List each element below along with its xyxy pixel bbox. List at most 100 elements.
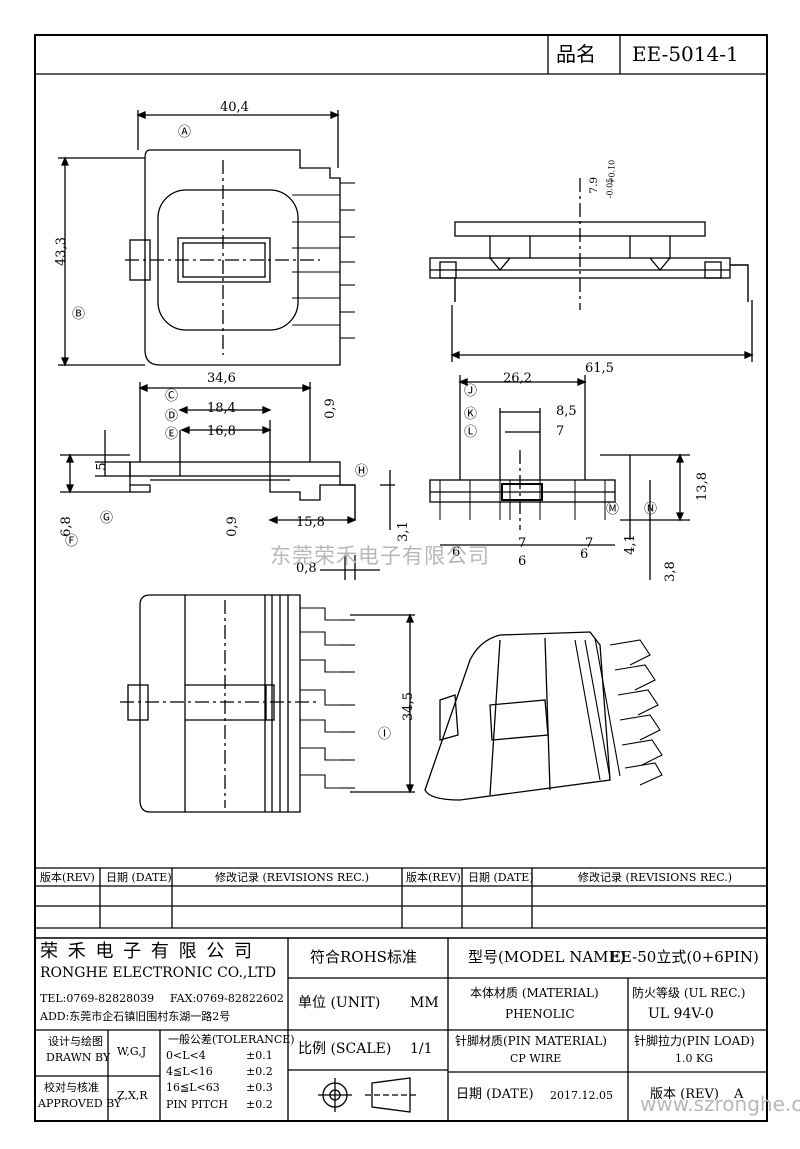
title-block-lines bbox=[34, 937, 768, 1122]
tolerance-title: 一般公差(TOLERANCE) bbox=[168, 1033, 295, 1046]
callout-m: Ⓜ bbox=[606, 502, 620, 517]
company-fax: FAX:0769-82822602 bbox=[170, 992, 284, 1005]
dim-16-8: 16,8 bbox=[207, 424, 236, 439]
date-value: 2017.12.05 bbox=[550, 1089, 613, 1102]
drawing-frame bbox=[34, 34, 768, 1122]
dim-8-5: 8,5 bbox=[556, 404, 577, 419]
pin-material-label: 针脚材质(PIN MATERIAL) bbox=[455, 1034, 607, 1048]
dim-3-1: 3,1 bbox=[395, 521, 411, 542]
front-view bbox=[60, 382, 395, 580]
unit-label: 单位 (UNIT) bbox=[298, 995, 381, 1011]
pin-material-value: CP WIRE bbox=[510, 1052, 562, 1065]
callout-a: Ⓐ bbox=[178, 125, 192, 140]
callout-l: Ⓛ bbox=[464, 425, 478, 440]
drawn-by-value: W,G,J bbox=[117, 1045, 147, 1058]
model-value: EE-50立式(0+6PIN) bbox=[610, 948, 759, 966]
dim-pitch-1: 6 bbox=[452, 545, 461, 560]
callout-n: Ⓝ bbox=[644, 502, 658, 517]
rev-header-record-2: 修改记录 (REVISIONS REC.) bbox=[578, 871, 733, 884]
tolerance-value-1: ±0.1 bbox=[246, 1049, 273, 1062]
rev-value: A bbox=[734, 1087, 744, 1102]
callout-g: Ⓖ bbox=[100, 511, 114, 526]
dim-4-1: 4,1 bbox=[622, 534, 638, 555]
dim-15-8: 15,8 bbox=[296, 515, 325, 530]
dim-18-4: 18,4 bbox=[207, 401, 236, 416]
material-label: 本体材质 (MATERIAL) bbox=[470, 986, 599, 1000]
rohs-label: 符合ROHS标准 bbox=[310, 948, 417, 966]
callout-i: Ⓘ bbox=[378, 727, 392, 742]
dim-5: 5 bbox=[94, 462, 110, 471]
dim-front-width: 34,6 bbox=[207, 371, 236, 386]
fire-rating-label: 防火等级 (UL REC.) bbox=[632, 986, 746, 1000]
callout-j: Ⓙ bbox=[464, 384, 478, 399]
dim-height-top: 43,3 bbox=[53, 237, 69, 266]
callout-k: Ⓚ bbox=[464, 407, 478, 422]
header-box bbox=[34, 34, 768, 75]
rev-header-rev-2: 版本(REV) bbox=[406, 871, 461, 884]
approved-by-en: APPROVED BY bbox=[38, 1097, 122, 1110]
tolerance-value-2: ±0.2 bbox=[246, 1065, 273, 1078]
fire-rating-value: UL 94V-0 bbox=[648, 1006, 714, 1022]
pin-load-value: 1.0 KG bbox=[675, 1052, 713, 1065]
watermark-company: 东莞荣禾电子有限公司 bbox=[270, 544, 490, 568]
company-address: ADD:东莞市企石镇旧围村东湖一路2号 bbox=[40, 1010, 231, 1023]
callout-f: Ⓕ bbox=[65, 534, 79, 549]
tolerance-value-4: ±0.2 bbox=[246, 1098, 273, 1111]
dim-3-8: 3,8 bbox=[662, 561, 678, 582]
top-view bbox=[58, 110, 355, 367]
tolerance-value-3: ±0.3 bbox=[246, 1081, 273, 1094]
company-name-cn: 荣 禾 电 子 有 限 公 司 bbox=[40, 941, 255, 962]
rev-label: 版本 (REV) bbox=[650, 1087, 719, 1102]
approved-by-value: Z,X,R bbox=[117, 1089, 148, 1102]
unit-value: MM bbox=[410, 995, 439, 1011]
callout-b: Ⓑ bbox=[72, 307, 86, 322]
dim-26-2: 26,2 bbox=[503, 371, 532, 386]
dim-pitch-4: 7 bbox=[585, 536, 594, 551]
side-view bbox=[429, 178, 754, 362]
dim-7-top: 7 bbox=[556, 424, 565, 439]
callout-d: Ⓓ bbox=[165, 409, 179, 424]
isometric-view bbox=[424, 631, 663, 801]
tolerance-range-2: 4≦L<16 bbox=[166, 1065, 213, 1078]
rev-header-date-2: 日期 (DATE) bbox=[468, 871, 534, 884]
rev-header-record: 修改记录 (REVISIONS REC.) bbox=[215, 871, 370, 884]
pin-load-label: 针脚拉力(PIN LOAD) bbox=[634, 1034, 755, 1048]
rev-header-date: 日期 (DATE) bbox=[106, 871, 172, 884]
dim-pitch-2: 7 bbox=[518, 536, 527, 551]
company-name-en: RONGHE ELECTRONIC CO.,LTD bbox=[40, 965, 277, 981]
dim-0-9-top: 0,9 bbox=[322, 398, 338, 419]
dim-overall-length: 61,5 bbox=[585, 361, 614, 376]
drawn-by-en: DRAWN BY bbox=[46, 1051, 111, 1064]
watermark-url: www.szronghe.com bbox=[640, 1092, 800, 1116]
scale-value: 1/1 bbox=[410, 1041, 433, 1057]
model-label: 型号(MODEL NAME) bbox=[468, 948, 626, 966]
tolerance-range-1: 0<L<4 bbox=[166, 1049, 206, 1062]
dim-13-8: 13,8 bbox=[694, 472, 710, 501]
material-value: PHENOLIC bbox=[505, 1007, 575, 1021]
date-label: 日期 (DATE) bbox=[456, 1087, 534, 1102]
dim-pitch-3: 6 bbox=[518, 554, 527, 569]
dim-0-9-bottom: 0,9 bbox=[224, 516, 240, 537]
dim-width-top: 40,4 bbox=[220, 100, 249, 115]
dim-34-5: 34,5 bbox=[400, 692, 416, 721]
drawn-by-cn: 设计与绘图 bbox=[48, 1035, 103, 1048]
dim-pitch-5: 6 bbox=[580, 547, 589, 562]
part-number: EE-5014-1 bbox=[632, 42, 739, 66]
pin-view bbox=[429, 375, 690, 580]
part-label: 品名 bbox=[556, 42, 596, 66]
dim-0-8: 0,8 bbox=[296, 561, 317, 576]
tolerance-range-4: PIN PITCH bbox=[166, 1098, 228, 1111]
rev-header-rev: 版本(REV) bbox=[40, 871, 95, 884]
tolerance-range-3: 16≦L<63 bbox=[166, 1081, 220, 1094]
dim-7-9: 7.9 bbox=[588, 176, 601, 194]
dim-7-9-lower-tol: -0.05 bbox=[605, 177, 615, 199]
bottom-view bbox=[120, 594, 415, 813]
revision-table-lines bbox=[34, 867, 768, 929]
callout-h: Ⓗ bbox=[355, 464, 369, 479]
callout-e: Ⓔ bbox=[165, 427, 179, 442]
approved-by-cn: 校对与核准 bbox=[44, 1081, 99, 1094]
callout-c: Ⓒ bbox=[165, 389, 179, 404]
company-tel: TEL:0769-82828039 bbox=[40, 992, 155, 1005]
scale-label: 比例 (SCALE) bbox=[298, 1041, 392, 1057]
